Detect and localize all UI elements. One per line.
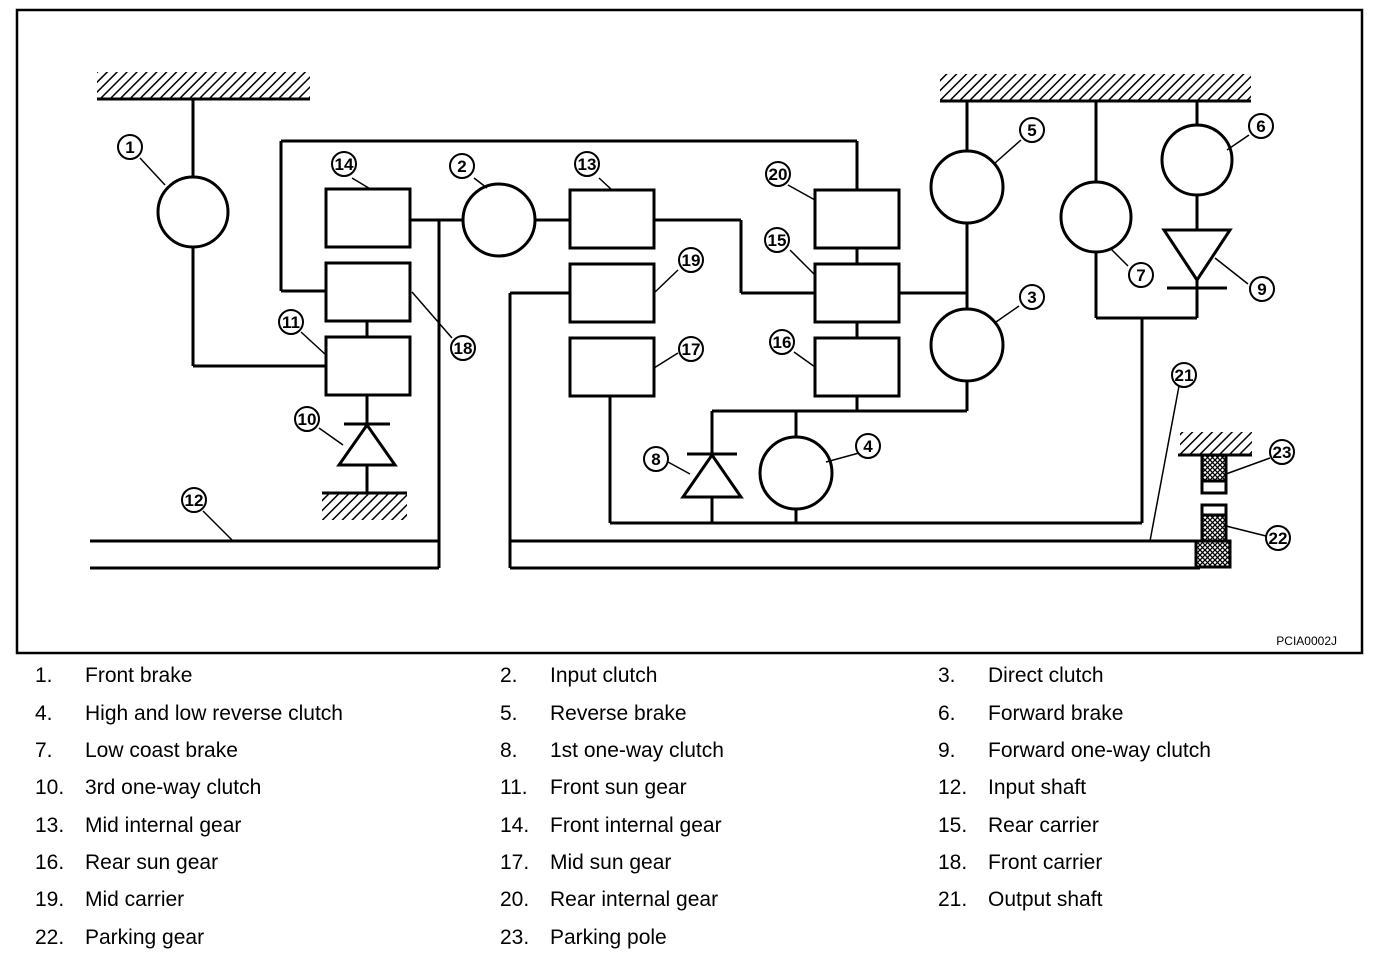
legend-number: 20. xyxy=(500,888,530,911)
legend-label: Rear carrier xyxy=(988,814,1099,837)
legend-label: Mid internal gear xyxy=(85,814,242,837)
svg-text:22: 22 xyxy=(1269,529,1288,548)
svg-text:4: 4 xyxy=(863,437,873,456)
legend-label: Forward brake xyxy=(988,702,1124,725)
legend-number: 15. xyxy=(938,814,968,837)
callout-4: 4 xyxy=(855,433,881,459)
legend-number: 1. xyxy=(35,664,53,687)
svg-text:17: 17 xyxy=(682,340,701,359)
legend-number: 4. xyxy=(35,702,53,725)
legend-label: Rear internal gear xyxy=(550,888,719,911)
callout-6: 6 xyxy=(1248,113,1274,139)
legend-number: 9. xyxy=(938,739,956,762)
callout-3: 3 xyxy=(1019,284,1045,310)
legend-number: 18. xyxy=(938,851,968,874)
svg-text:7: 7 xyxy=(1136,266,1145,285)
connection-lines xyxy=(90,72,1252,570)
legend-number: 19. xyxy=(35,888,65,911)
callout-23: 23 xyxy=(1269,439,1295,465)
legend-label: Input shaft xyxy=(988,776,1087,799)
callout-20: 20 xyxy=(765,161,791,187)
legend-label: Front internal gear xyxy=(550,814,722,837)
callout-16: 16 xyxy=(769,329,795,355)
legend-label: Direct clutch xyxy=(988,664,1104,687)
svg-text:2: 2 xyxy=(457,157,466,176)
svg-text:20: 20 xyxy=(769,165,788,184)
callout-5: 5 xyxy=(1019,117,1045,143)
svg-text:8: 8 xyxy=(651,450,660,469)
legend-label: Front sun gear xyxy=(550,776,687,799)
legend-label: 3rd one-way clutch xyxy=(85,776,262,799)
diagram-frame xyxy=(15,8,1364,655)
legend-number: 16. xyxy=(35,851,65,874)
legend-number: 11. xyxy=(500,776,528,799)
legend: 1. Front brake 2. Input clutch 3. Direct clut… xyxy=(0,660,1392,960)
legend-number: 7. xyxy=(35,739,53,762)
callout-17: 17 xyxy=(678,336,704,362)
legend-number: 8. xyxy=(500,739,518,762)
callout-2: 2 xyxy=(449,153,475,179)
legend-number: 6. xyxy=(938,702,956,725)
legend-label: Forward one-way clutch xyxy=(988,739,1211,762)
svg-text:18: 18 xyxy=(454,339,473,358)
callout-22: 22 xyxy=(1265,525,1291,551)
legend-label: Mid sun gear xyxy=(550,851,672,874)
svg-text:3: 3 xyxy=(1027,288,1036,307)
legend-number: 5. xyxy=(500,702,518,725)
legend-label: Front carrier xyxy=(988,851,1103,874)
callout-12: 12 xyxy=(181,487,207,513)
legend-label: Rear sun gear xyxy=(85,851,219,874)
svg-text:5: 5 xyxy=(1027,121,1036,140)
callout-11: 11 xyxy=(278,309,304,335)
svg-text:15: 15 xyxy=(768,231,787,250)
legend-label: Parking pole xyxy=(550,926,667,949)
legend-label: Output shaft xyxy=(988,888,1103,911)
svg-text:21: 21 xyxy=(1175,366,1194,385)
figure-code: PCIA0002J xyxy=(1276,634,1337,648)
svg-text:13: 13 xyxy=(578,155,597,174)
svg-text:14: 14 xyxy=(335,155,354,174)
svg-text:23: 23 xyxy=(1273,443,1292,462)
legend-number: 2. xyxy=(500,664,518,687)
callout-7: 7 xyxy=(1128,262,1154,288)
legend-number: 17. xyxy=(500,851,530,874)
legend-label: Input clutch xyxy=(550,664,658,687)
svg-text:9: 9 xyxy=(1257,280,1266,299)
legend-label: Reverse brake xyxy=(550,702,687,725)
svg-text:16: 16 xyxy=(773,333,792,352)
svg-text:10: 10 xyxy=(298,410,317,429)
callout-14: 14 xyxy=(331,151,357,177)
callout-1: 1 xyxy=(117,134,143,160)
legend-label: Front brake xyxy=(85,664,193,687)
legend-number: 22. xyxy=(35,926,65,949)
legend-label: Mid carrier xyxy=(85,888,185,911)
legend-number: 23. xyxy=(500,926,530,949)
legend-label: Low coast brake xyxy=(85,739,238,762)
svg-text:1: 1 xyxy=(125,138,134,157)
legend-number: 3. xyxy=(938,664,956,687)
legend-number: 14. xyxy=(500,814,530,837)
leader-lines xyxy=(139,134,1271,542)
callout-10: 10 xyxy=(294,406,320,432)
svg-text:19: 19 xyxy=(682,251,701,270)
callout-15: 15 xyxy=(764,227,790,253)
callout-13: 13 xyxy=(574,151,600,177)
callout-18: 18 xyxy=(450,335,476,361)
legend-number: 10. xyxy=(35,776,65,799)
legend-label: 1st one-way clutch xyxy=(550,739,724,762)
legend-number: 12. xyxy=(938,776,968,799)
callout-21: 21 xyxy=(1171,362,1197,388)
legend-number: 21. xyxy=(938,888,968,911)
legend-label: High and low reverse clutch xyxy=(85,702,343,725)
legend-number: 13. xyxy=(35,814,65,837)
svg-text:12: 12 xyxy=(185,491,204,510)
callout-9: 9 xyxy=(1249,276,1275,302)
svg-text:6: 6 xyxy=(1256,117,1265,136)
svg-text:11: 11 xyxy=(282,313,300,332)
legend-label: Parking gear xyxy=(85,926,205,949)
callout-8: 8 xyxy=(643,446,669,472)
callout-19: 19 xyxy=(678,247,704,273)
